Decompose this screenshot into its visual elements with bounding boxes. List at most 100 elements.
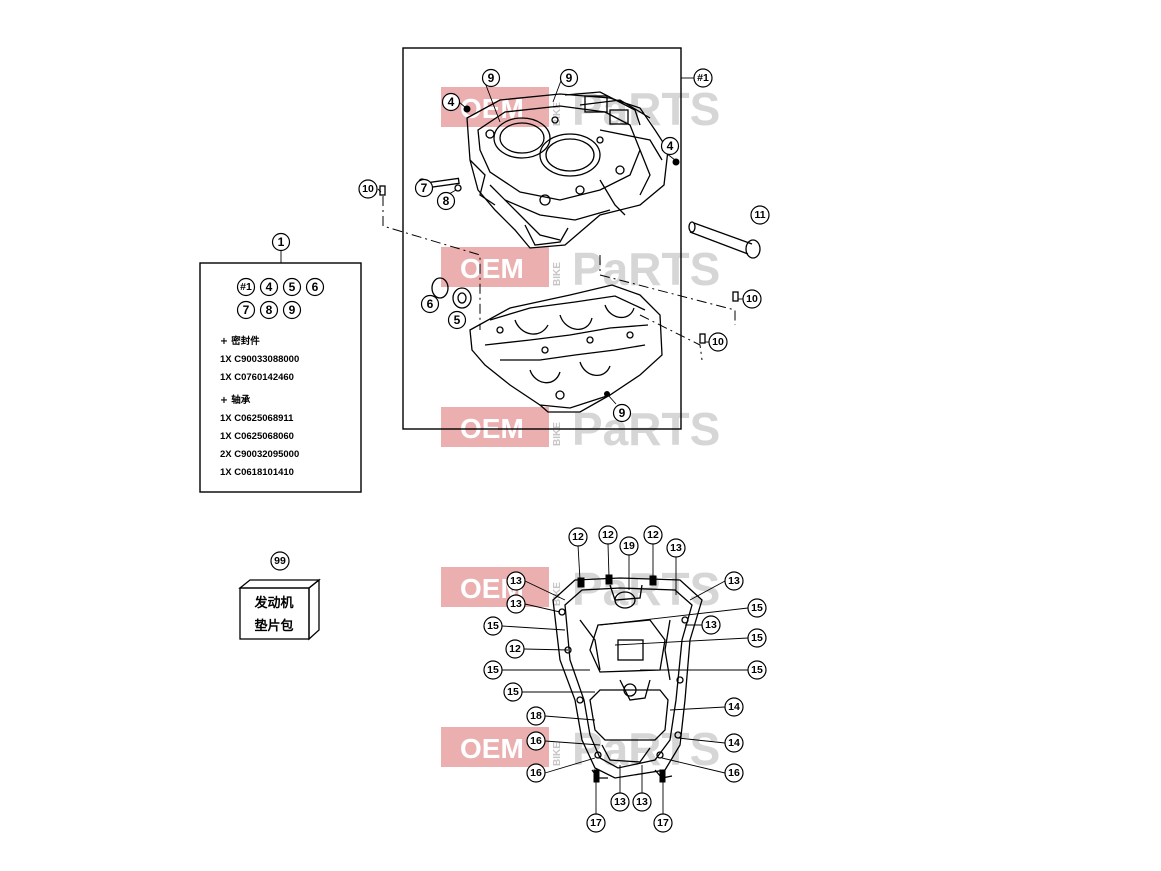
callout-9-a: 9 (481, 68, 501, 123)
callout-14-b: 14 (677, 733, 744, 753)
svg-text:PaRTS: PaRTS (572, 243, 720, 295)
svg-text:12: 12 (647, 529, 659, 541)
svg-text:16: 16 (530, 767, 542, 779)
svg-text:4: 4 (667, 139, 674, 153)
svg-text:14: 14 (728, 701, 740, 713)
callout-15-right-2: 15 (614, 628, 767, 648)
o-ring-6-drawing (431, 277, 449, 299)
svg-text:10: 10 (362, 183, 374, 195)
callout-17-right: 17 (653, 782, 673, 833)
alignment-line-right (599, 255, 736, 325)
svg-text:16: 16 (728, 767, 740, 779)
svg-text:13: 13 (510, 575, 522, 587)
kit-contents-box (199, 262, 362, 493)
alignment-line-right-2 (639, 314, 703, 361)
watermark-4: OEM BIKE PaRTS (441, 563, 720, 615)
svg-text:BIKE: BIKE (552, 742, 563, 766)
svg-text:12: 12 (509, 643, 521, 655)
svg-text:#1: #1 (240, 281, 252, 293)
callout-18: 18 (526, 706, 596, 726)
callout-16-mid: 16 (526, 731, 601, 751)
svg-text:13: 13 (614, 796, 626, 808)
callout-14-a: 14 (669, 697, 744, 717)
svg-text:9: 9 (566, 71, 573, 85)
callout-15-right-1: 15 (599, 598, 767, 626)
kit-bearing-heading: + 轴承 (220, 394, 251, 406)
callout-8: 8 (436, 189, 457, 211)
svg-text:8: 8 (266, 303, 273, 317)
kit-seal-line-1: 1X C90033088000 (220, 354, 299, 365)
svg-text:15: 15 (751, 602, 763, 614)
callout-99: 99 (270, 551, 290, 571)
svg-text:5: 5 (454, 313, 461, 327)
kit-seal-line-2: 1X C0760142460 (220, 372, 294, 383)
kit-bearing-line-4: 1X C0618101410 (220, 467, 294, 478)
callout-19: 19 (619, 536, 639, 590)
callout-10-a: 10 (358, 179, 382, 199)
svg-text:6: 6 (312, 280, 319, 294)
kit-bearing-line-1: 1X C0625068911 (220, 413, 294, 424)
svg-text:17: 17 (590, 817, 602, 829)
svg-text:15: 15 (487, 620, 499, 632)
svg-text:PaRTS: PaRTS (572, 83, 720, 135)
svg-text:18: 18 (530, 710, 542, 722)
svg-text:4: 4 (448, 95, 455, 109)
svg-text:1: 1 (278, 235, 285, 249)
svg-text:13: 13 (636, 796, 648, 808)
watermark-2: OEM BIKE PaRTS (441, 243, 720, 295)
svg-text:BIKE: BIKE (552, 262, 563, 286)
svg-text:13: 13 (670, 542, 682, 554)
callout-15-left-1: 15 (483, 616, 566, 636)
kit-seal-heading: + 密封件 (220, 335, 260, 347)
callout-9-c: 9 (604, 391, 632, 423)
callout-13-right-1: 13 (689, 571, 744, 601)
washer-8-drawing (454, 184, 462, 192)
crankcase-assembly-frame (402, 47, 682, 430)
svg-text:7: 7 (243, 303, 250, 317)
callout-16-left: 16 (526, 757, 596, 783)
callout-10-b: 10 (738, 289, 762, 309)
svg-text:15: 15 (751, 664, 763, 676)
oil-seal-5-drawing (452, 287, 472, 309)
callout-13-bottom-2: 13 (632, 765, 652, 812)
svg-text:15: 15 (751, 632, 763, 644)
callout-1: 1 (271, 232, 291, 263)
svg-text:13: 13 (510, 598, 522, 610)
callout-13-left-2: 13 (506, 594, 561, 614)
callout-16-right: 16 (661, 757, 744, 783)
svg-text:19: 19 (623, 540, 635, 552)
gasket-kit-box: 发动机 垫片包 (238, 578, 321, 641)
pipe-11-drawing (688, 221, 761, 259)
callout-10-c: 10 (705, 332, 728, 352)
svg-text:发动机: 发动机 (253, 595, 293, 611)
callout-17-left: 17 (586, 782, 606, 833)
kit-include-callouts: #1 4 5 6 7 8 9 (236, 277, 325, 320)
svg-text:10: 10 (712, 336, 724, 348)
svg-text:12: 12 (572, 531, 584, 543)
svg-text:15: 15 (487, 664, 499, 676)
callout-15-left-2: 15 (483, 660, 590, 680)
callout-12-a: 12 (568, 527, 588, 581)
svg-text:BIKE: BIKE (552, 582, 563, 606)
dowel-10b-drawing (732, 291, 739, 302)
svg-text:5: 5 (289, 280, 296, 294)
svg-text:11: 11 (754, 209, 765, 221)
callout-15-left-3: 15 (503, 682, 595, 702)
svg-text:BIKE: BIKE (552, 102, 563, 126)
callout-7: 7 (414, 178, 434, 198)
callout-13-bottom-1: 13 (610, 765, 630, 812)
oil-pan-drawing (552, 574, 703, 783)
svg-text:17: 17 (657, 817, 669, 829)
svg-text:OEM: OEM (460, 733, 524, 764)
svg-text:BIKE: BIKE (552, 422, 563, 446)
svg-text:10: 10 (746, 293, 758, 305)
callout-12-left: 12 (505, 639, 569, 659)
svg-text:9: 9 (289, 303, 296, 317)
callout-4-b: 4 (660, 136, 680, 166)
lower-crankcase-drawing (469, 284, 663, 413)
svg-text:99: 99 (274, 555, 286, 567)
svg-text:#1: #1 (697, 72, 709, 84)
svg-text:4: 4 (266, 280, 273, 294)
callout-6: 6 (420, 294, 440, 314)
